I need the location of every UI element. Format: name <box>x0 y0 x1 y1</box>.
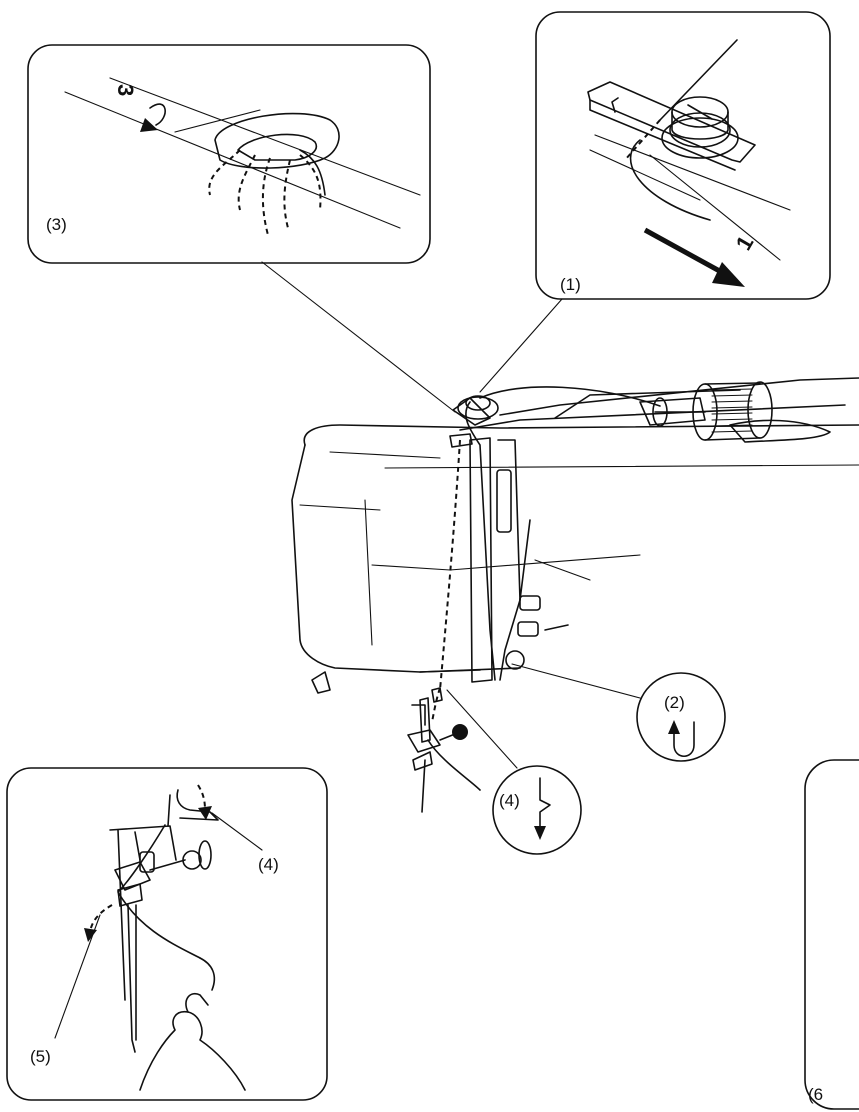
leader-line-step4 <box>446 689 518 769</box>
detail-panel-step4-5: (4) (5) <box>6 767 328 1101</box>
callout-step4: (4) <box>492 765 582 855</box>
guide-number-3: 3 <box>113 84 138 96</box>
u-turn-up-arrow-icon <box>668 720 695 758</box>
callout-step2: (2) <box>636 672 726 762</box>
leader-line-step3 <box>261 261 456 413</box>
leader-line-step2 <box>511 663 641 699</box>
step4-machine-label: (4) <box>499 791 520 810</box>
diagonal-arrow-icon <box>643 227 745 287</box>
step6-label: (6 <box>808 1085 823 1104</box>
detail-panel-step6: (6 <box>804 759 859 1110</box>
hand-holding-thread <box>139 957 246 1091</box>
step2-label: (2) <box>664 693 685 712</box>
sewing-machine-head <box>291 377 859 813</box>
step3-label: (3) <box>46 215 67 234</box>
step5-label: (5) <box>30 1047 51 1066</box>
thread-spool <box>652 381 773 441</box>
tension-knob <box>661 96 739 159</box>
detail-panel-step3: 3 (3) <box>27 44 431 264</box>
hook-arrow-icon <box>140 103 166 132</box>
needle-assembly <box>407 687 481 813</box>
step4-detail-label: (4) <box>258 855 279 874</box>
detail-panel-step1: 1 (1) <box>535 11 831 300</box>
zigzag-down-arrow-icon <box>534 777 551 840</box>
leader-line-step1 <box>479 298 563 393</box>
step1-label: (1) <box>560 275 581 294</box>
